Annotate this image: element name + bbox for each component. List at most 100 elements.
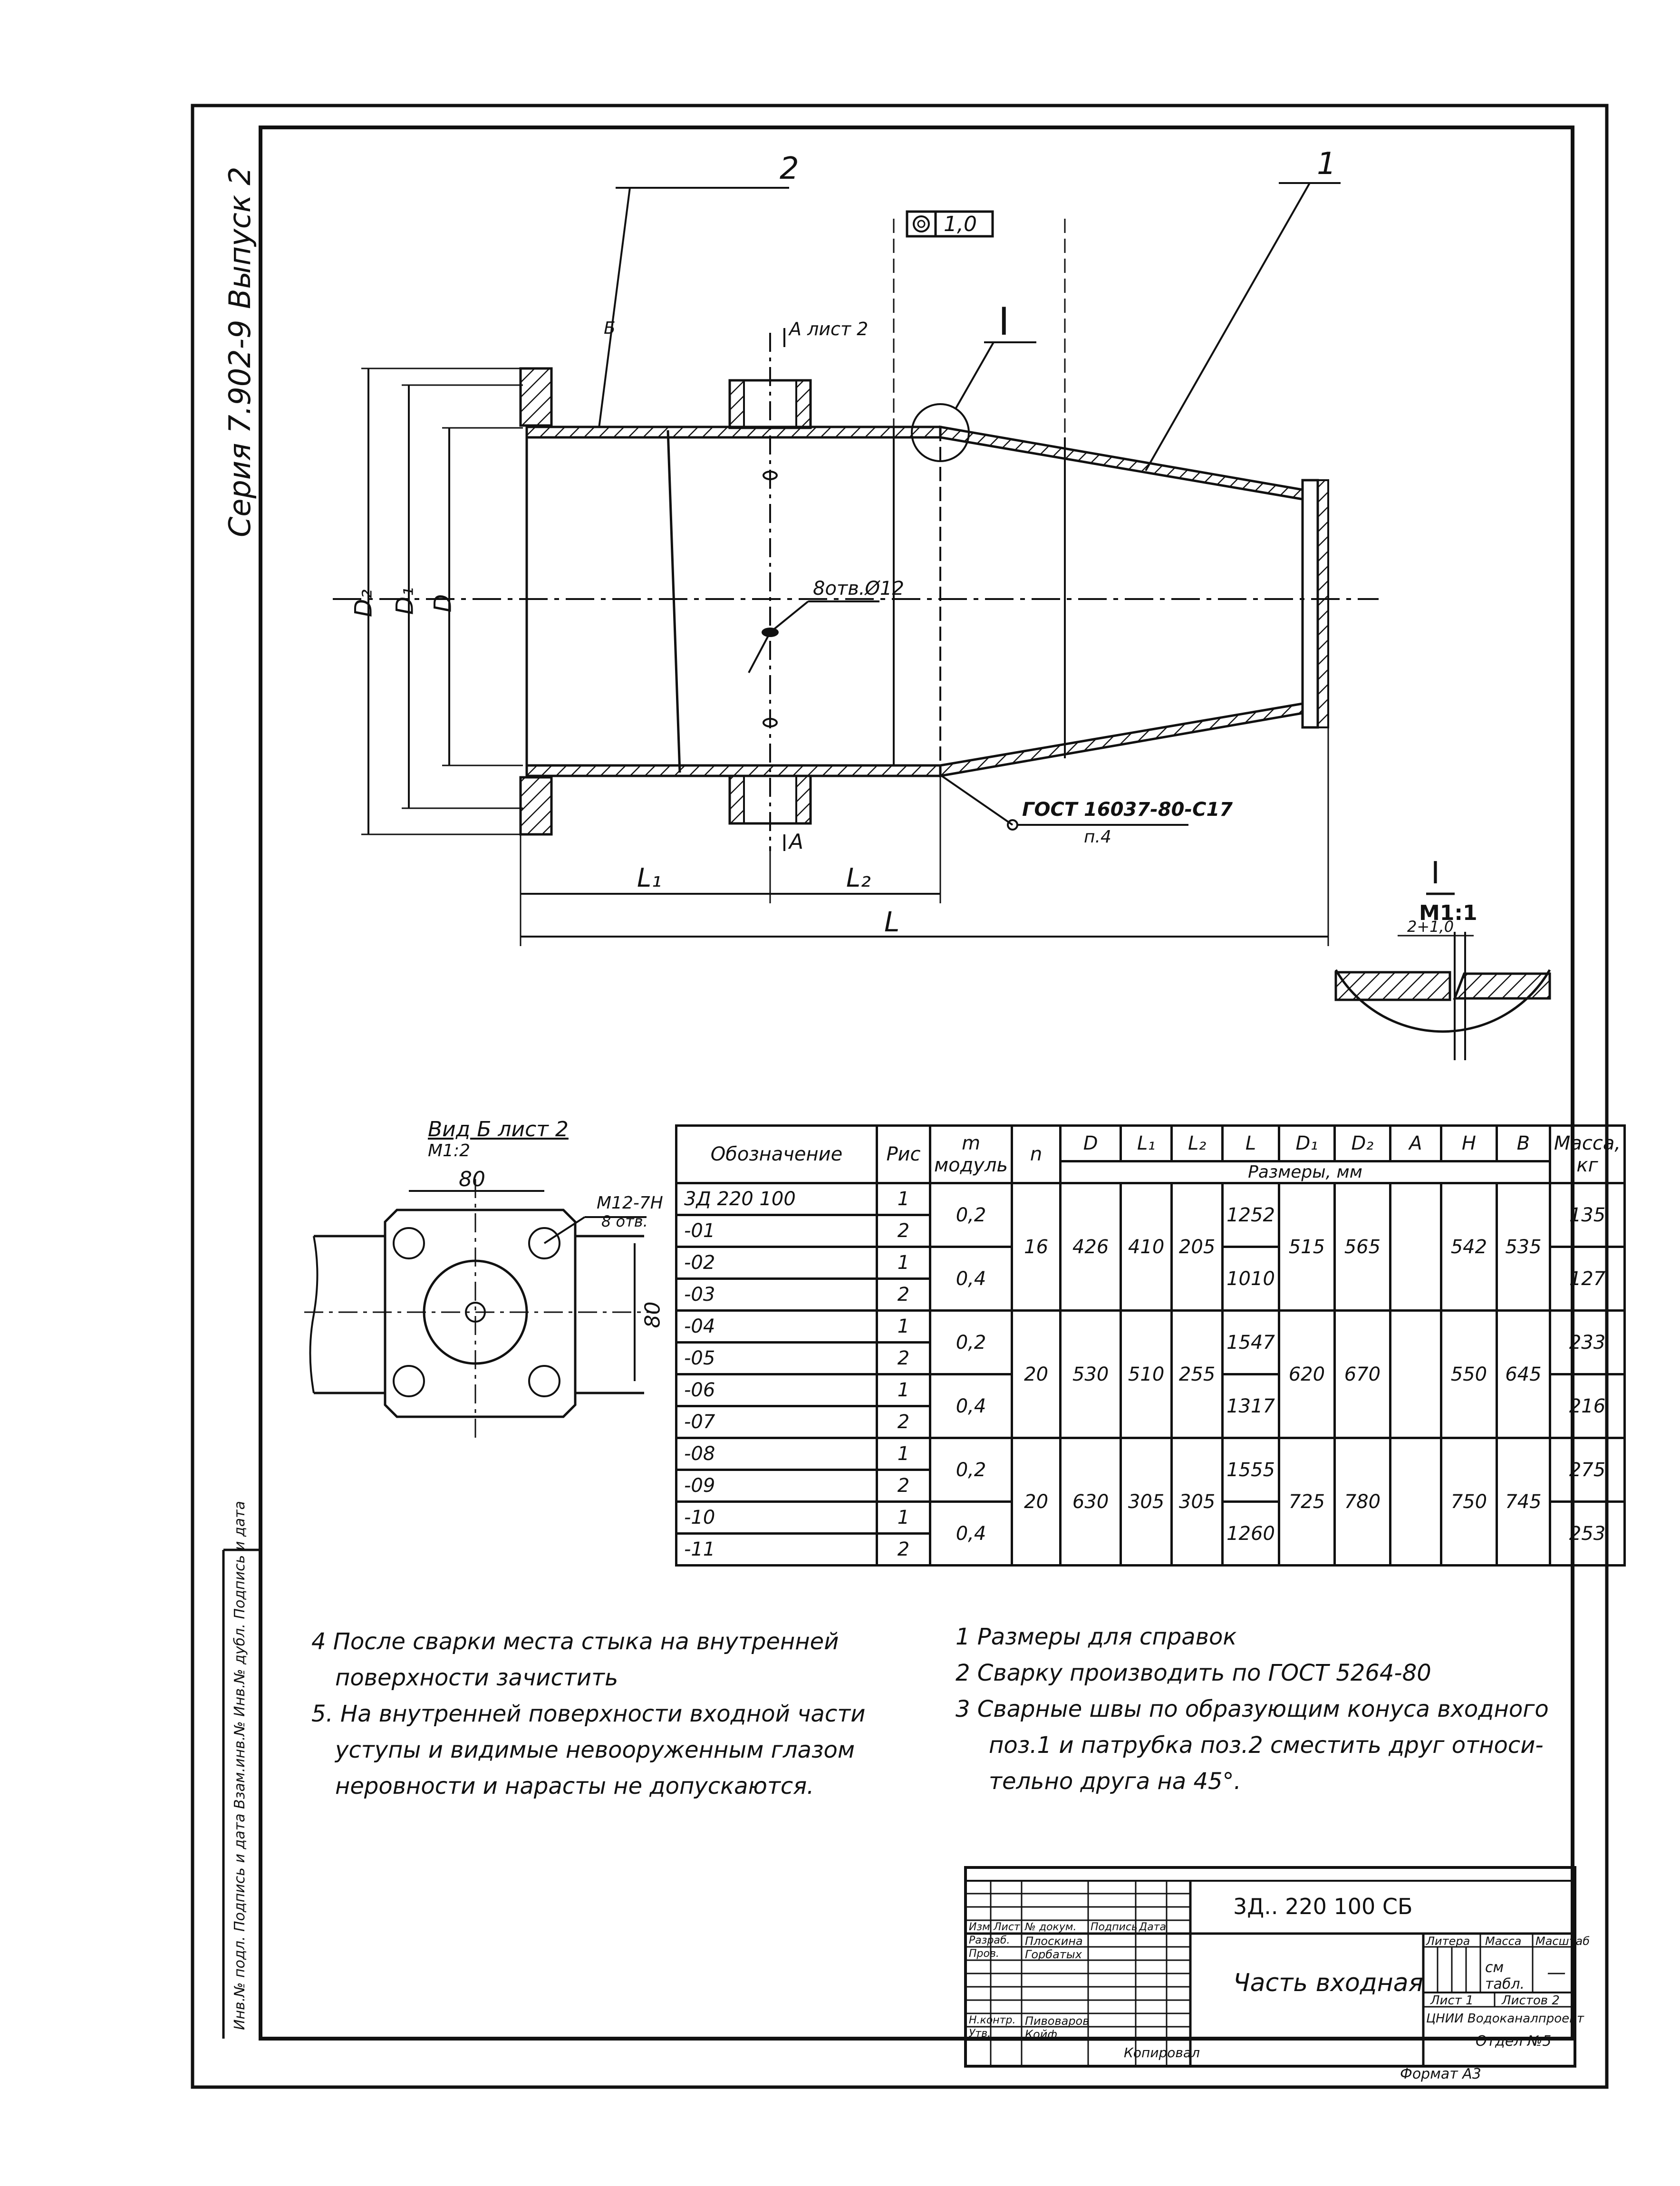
cell-module: 0,4 [928, 1500, 1014, 1567]
role-checker: Пров. [969, 1948, 999, 1960]
name-norm: Пивоваров [1025, 2014, 1090, 2028]
cell-L2: 305 [1170, 1437, 1224, 1567]
sheet-number: Лист 1 [1430, 1993, 1474, 2008]
cell-mass: 135 [1548, 1182, 1626, 1248]
col-n: n [1011, 1124, 1062, 1184]
cell-mass: 275 [1548, 1437, 1626, 1503]
weld-note: п.4 [1084, 827, 1111, 847]
table-row: -05 2 [675, 1341, 1625, 1375]
cell-L1: 410 [1120, 1182, 1173, 1312]
shell-bottom [525, 764, 942, 777]
note-left-line: уступы и видимые невооруженным глазом [335, 1737, 855, 1763]
flange-left-top [519, 367, 553, 427]
detail-scale: М1:1 [1419, 901, 1477, 925]
detail-weld-right [1453, 972, 1551, 1000]
sheet-count: Листов 2 [1502, 1993, 1560, 2008]
cell-A [1389, 1182, 1442, 1312]
note-right-line: 2 Сварку производить по ГОСТ 5264-80 [956, 1660, 1431, 1686]
tolerance-value: 1,0 [944, 212, 977, 236]
cell-fig: 2 [876, 1532, 931, 1567]
cell-designation: -04 [675, 1309, 878, 1344]
dim-L2: L₂ [846, 863, 871, 893]
cell-fig: 1 [876, 1500, 931, 1535]
cell-mass: 233 [1548, 1309, 1626, 1375]
format-label: Формат А3 [1400, 2066, 1481, 2082]
cell-L1: 510 [1120, 1309, 1173, 1439]
note-left-line: 4 После сварки места стыка на внутренней [311, 1628, 839, 1655]
cell-D: 530 [1059, 1309, 1122, 1439]
cell-D2: 780 [1333, 1437, 1391, 1567]
cell-A [1389, 1309, 1442, 1439]
col-L2: L₂ [1170, 1124, 1224, 1162]
cell-designation: -08 [675, 1437, 878, 1471]
cell-L1: 305 [1120, 1437, 1173, 1567]
view-b-title: Вид Б лист 2 [428, 1117, 569, 1141]
cell-designation: -09 [675, 1469, 878, 1503]
cell-fig: 2 [876, 1277, 931, 1312]
cell-fig: 1 [876, 1309, 931, 1344]
cell-L: 1555 [1221, 1437, 1280, 1503]
cell-B: 745 [1495, 1437, 1551, 1567]
cell-fig: 2 [876, 1341, 931, 1375]
dim-D2: D₂ [349, 589, 377, 618]
cell-L2: 255 [1170, 1309, 1224, 1439]
title-block: 3Д.. 220 100 СБ Часть входная Литера Мас… [964, 1866, 1590, 2068]
cell-mass: 127 [1548, 1246, 1626, 1312]
note-left-line: поверхности зачистить [335, 1664, 618, 1691]
cell-L2: 205 [1170, 1182, 1224, 1312]
callout-I: I [998, 300, 1010, 344]
note-right-line: 1 Размеры для справок [956, 1624, 1237, 1650]
hole-note: 8отв.Ø12 [813, 578, 904, 600]
cell-L: 1252 [1221, 1182, 1280, 1248]
view-b-flange [384, 1209, 577, 1418]
issue-label: Выпуск 2 [222, 166, 257, 309]
cell-B: 535 [1495, 1182, 1551, 1312]
litera-label: Литера [1426, 1935, 1470, 1948]
cell-L: 1010 [1221, 1246, 1280, 1312]
callout-2: 2 [780, 151, 799, 186]
name-developer: Плоскина [1025, 1935, 1083, 1948]
col-fig: Рис [876, 1124, 931, 1184]
view-b-thread-holes: 8 отв. [601, 1212, 648, 1230]
col-D1: D₁ [1277, 1124, 1336, 1162]
cell-mass: 253 [1548, 1500, 1626, 1567]
view-b-dim-top: 80 [459, 1167, 485, 1191]
cell-mass: 216 [1548, 1373, 1626, 1439]
col-module: m модуль [928, 1124, 1014, 1184]
copied-label: Копировал [1124, 2045, 1200, 2060]
col-doc: № докум. [1025, 1921, 1077, 1933]
cell-fig: 1 [876, 1373, 931, 1407]
col-L1: L₁ [1120, 1124, 1173, 1162]
table-row: -08 1 0,2 20 630 305 305 1555 725 780 75… [675, 1437, 1626, 1567]
cell-module: 0,4 [928, 1246, 1014, 1312]
flange-left-bottom [519, 776, 553, 836]
col-designation: Обозначение [675, 1124, 878, 1184]
sizes-label: Размеры, мм [1059, 1160, 1551, 1184]
tolerance-frame-box [906, 210, 994, 238]
title-block-grid [967, 1880, 1574, 2065]
col-mass: Масса, кг [1548, 1124, 1626, 1184]
cell-fig: 1 [876, 1246, 931, 1280]
cell-designation: 3Д 220 100 [675, 1182, 878, 1216]
table-row: -10 1 0,4 1260 253 [675, 1500, 1626, 1567]
cell-D1: 725 [1277, 1437, 1336, 1567]
cell-n: 20 [1011, 1437, 1062, 1567]
cell-designation: -07 [675, 1405, 878, 1439]
cell-fig: 1 [876, 1182, 931, 1216]
col-list: Лист [994, 1921, 1020, 1933]
org-dept: Отдел №5 [1476, 2033, 1552, 2050]
cell-module: 0,2 [928, 1309, 1014, 1375]
view-b-dim-side: 80 [640, 1301, 665, 1328]
cell-fig: 2 [876, 1214, 931, 1248]
cone-bottom [939, 702, 1304, 777]
detail-gap: 2+1,0 [1407, 918, 1454, 936]
cell-fig: 2 [876, 1469, 931, 1503]
cell-H: 750 [1439, 1437, 1498, 1567]
table-row: -06 1 0,4 1317 216 [675, 1373, 1626, 1439]
table-subheader-row: Размеры, мм [676, 1160, 1625, 1184]
flange-right [1301, 479, 1319, 729]
inner-frame [259, 126, 1574, 2041]
cell-D: 426 [1059, 1182, 1122, 1312]
